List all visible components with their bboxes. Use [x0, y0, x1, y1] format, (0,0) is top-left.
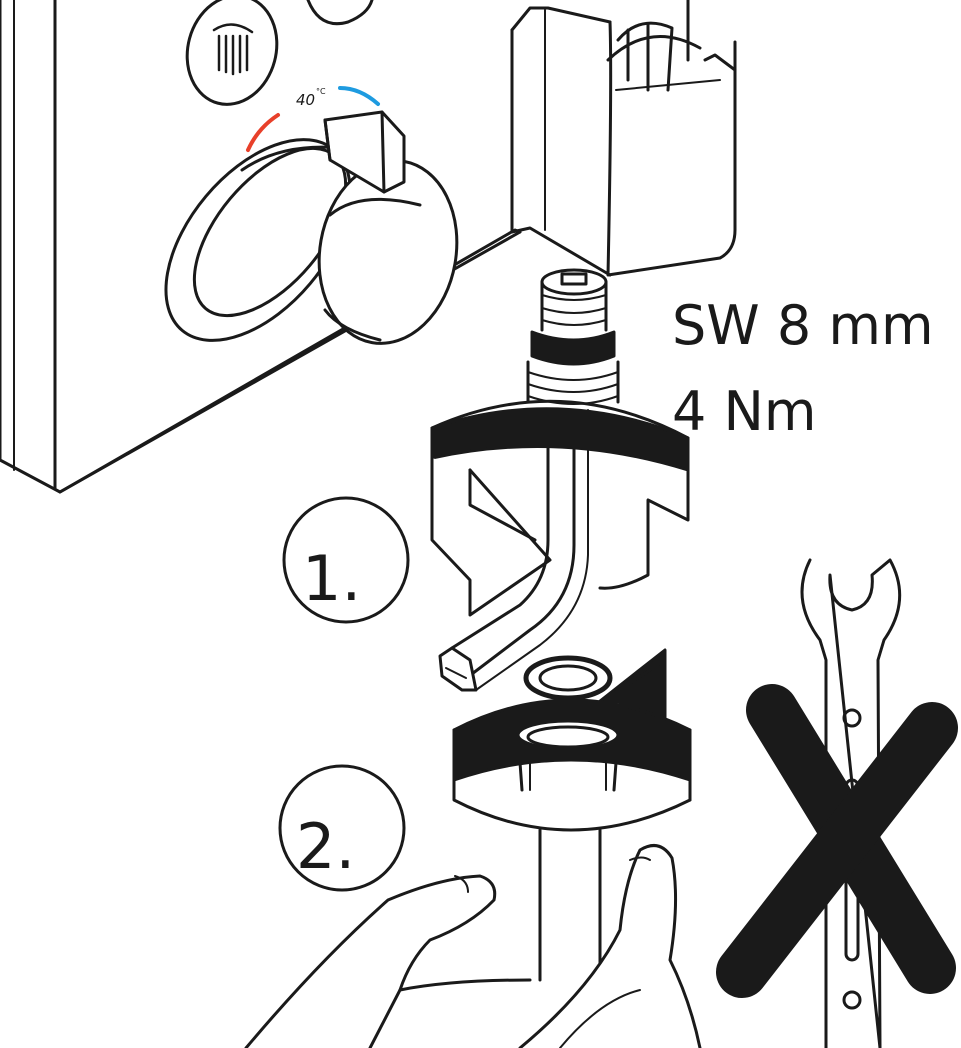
step-1-circle [282, 496, 410, 624]
right-hand [518, 844, 702, 1048]
rotate-arrow-icon [430, 399, 690, 617]
shower-function-button[interactable] [175, 0, 288, 115]
temperature-scale: 40 °C [246, 86, 380, 152]
hot-indicator [246, 113, 280, 152]
shower-head-icon [212, 23, 254, 76]
torque-label: 4 Nm [672, 380, 817, 443]
wrench-size-label: SW 8 mm [672, 294, 934, 357]
step-2-label: 2. [296, 810, 355, 883]
sealing-washer [523, 655, 613, 701]
second-function-button[interactable] [306, 0, 374, 26]
cold-indicator [338, 86, 380, 106]
threaded-connector [526, 268, 620, 405]
left-hand [244, 874, 532, 1048]
step-2-circle [278, 764, 406, 892]
prohibited-x-icon [716, 684, 958, 998]
temperature-value: 40 [296, 91, 315, 109]
step-1-label: 1. [302, 542, 361, 615]
supply-pipe [538, 828, 602, 992]
shower-holder [510, 0, 737, 277]
thermostat-knob[interactable] [130, 106, 471, 374]
pipe-fitting [516, 719, 620, 792]
hex-key-icon [438, 408, 589, 692]
temperature-unit: °C [316, 87, 326, 96]
